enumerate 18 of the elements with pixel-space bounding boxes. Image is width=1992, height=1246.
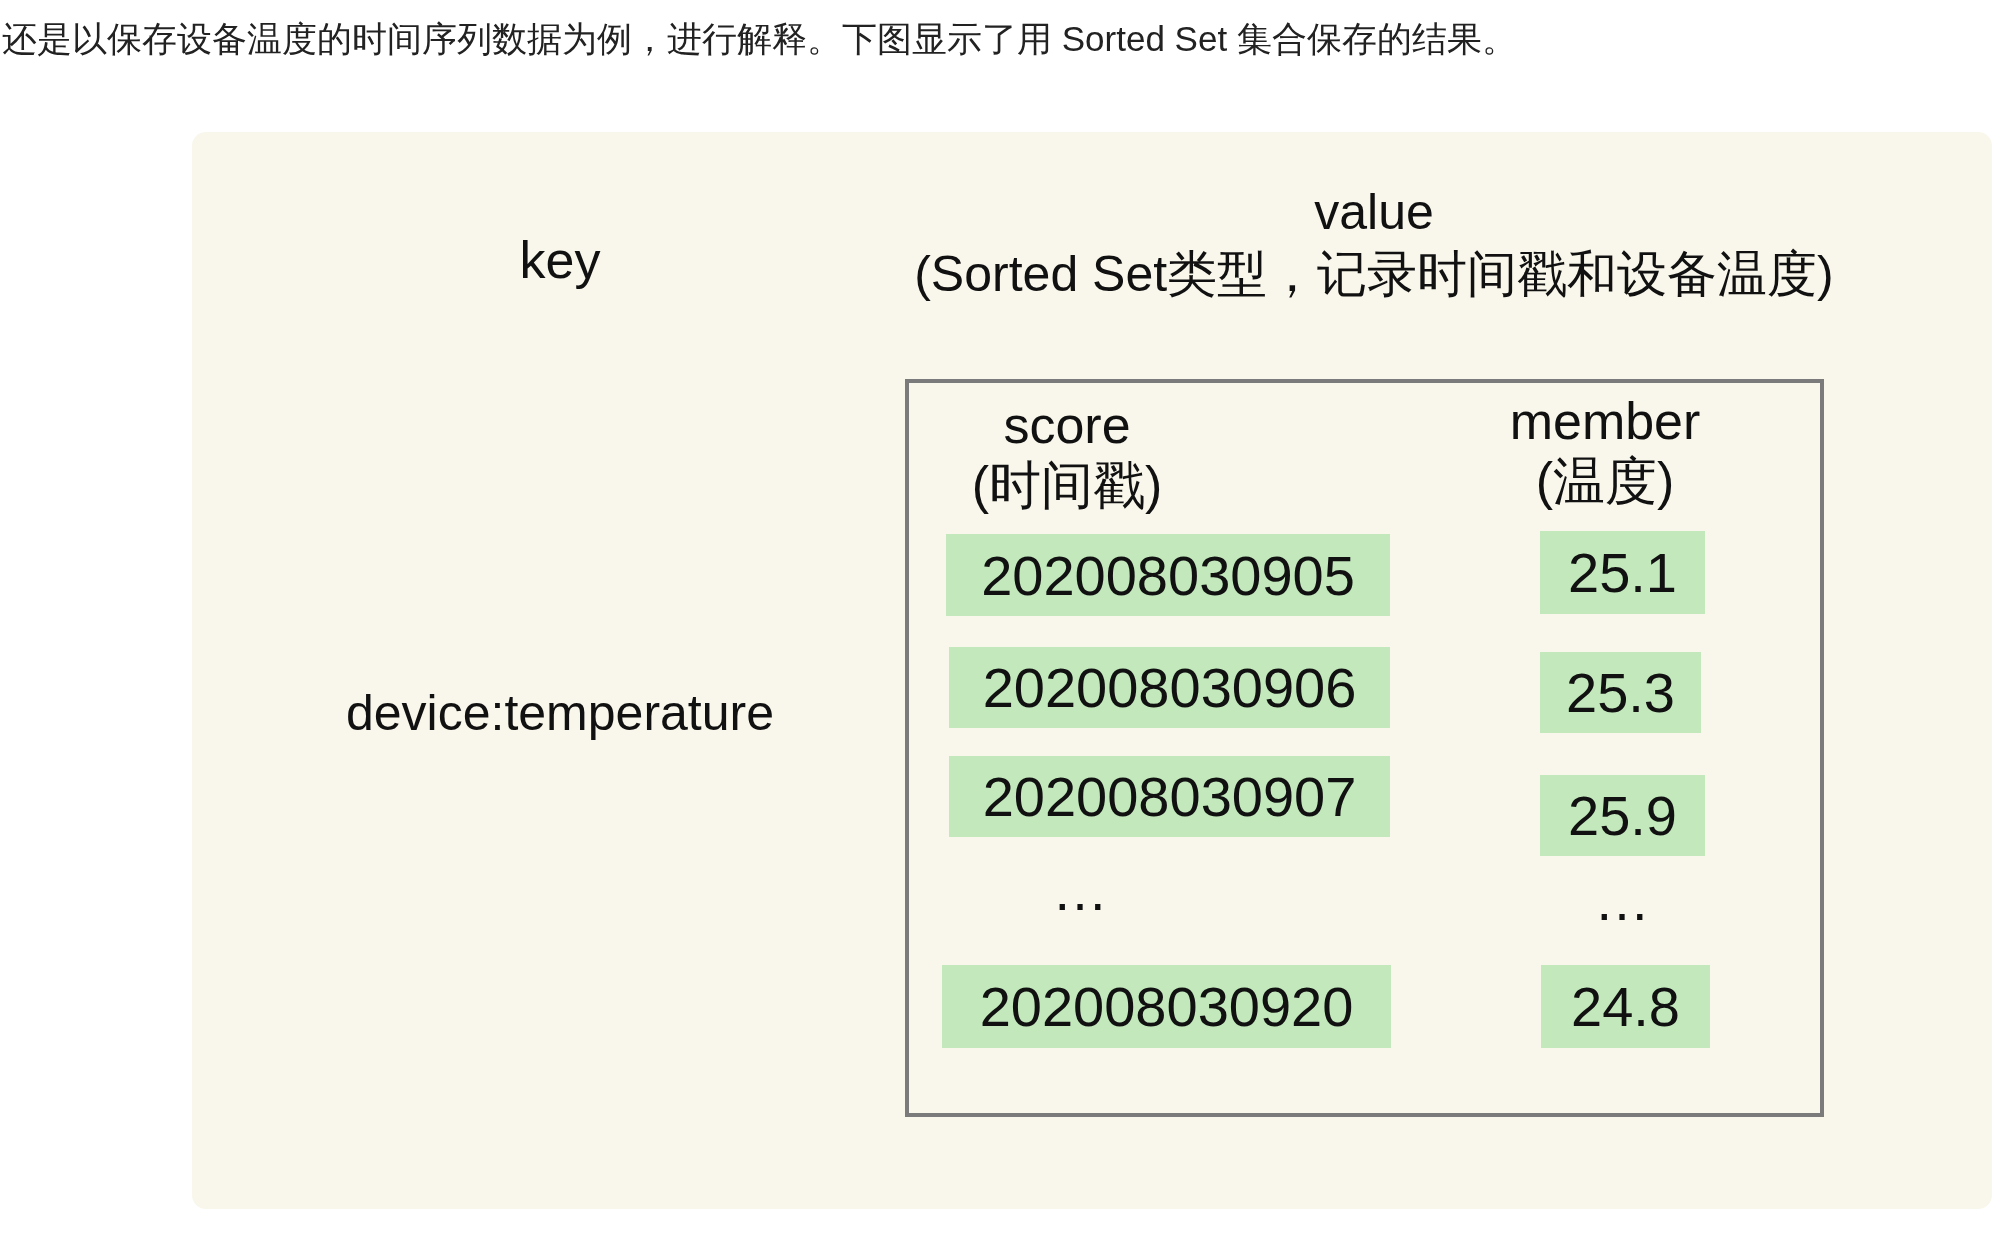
score-cell: 202008030920 bbox=[942, 965, 1391, 1048]
score-cell: 202008030905 bbox=[946, 534, 1390, 616]
intro-paragraph: 还是以保存设备温度的时间序列数据为例，进行解释。下图显示了用 Sorted Set 集合保存的结果。 bbox=[2, 18, 1517, 60]
member-cell: 24.8 bbox=[1541, 965, 1710, 1048]
column-heading: score (时间戳) bbox=[971, 395, 1163, 515]
ellipsis: … bbox=[1052, 861, 1108, 921]
member-cell: 25.3 bbox=[1540, 652, 1701, 733]
member-cell: 25.1 bbox=[1540, 531, 1705, 614]
score-cell: 202008030907 bbox=[949, 756, 1390, 837]
key-name: device:temperature bbox=[346, 684, 774, 743]
member-cell: 25.9 bbox=[1540, 775, 1705, 856]
set-frame bbox=[905, 379, 1824, 1117]
score-cell: 202008030906 bbox=[949, 647, 1390, 728]
column-heading: member (温度) bbox=[1509, 391, 1701, 511]
ellipsis: … bbox=[1594, 871, 1650, 931]
column-heading: value (Sorted Set类型，记录时间戳和设备温度) bbox=[914, 183, 1834, 304]
column-heading: key bbox=[519, 230, 601, 291]
background-panel bbox=[192, 132, 1992, 1209]
